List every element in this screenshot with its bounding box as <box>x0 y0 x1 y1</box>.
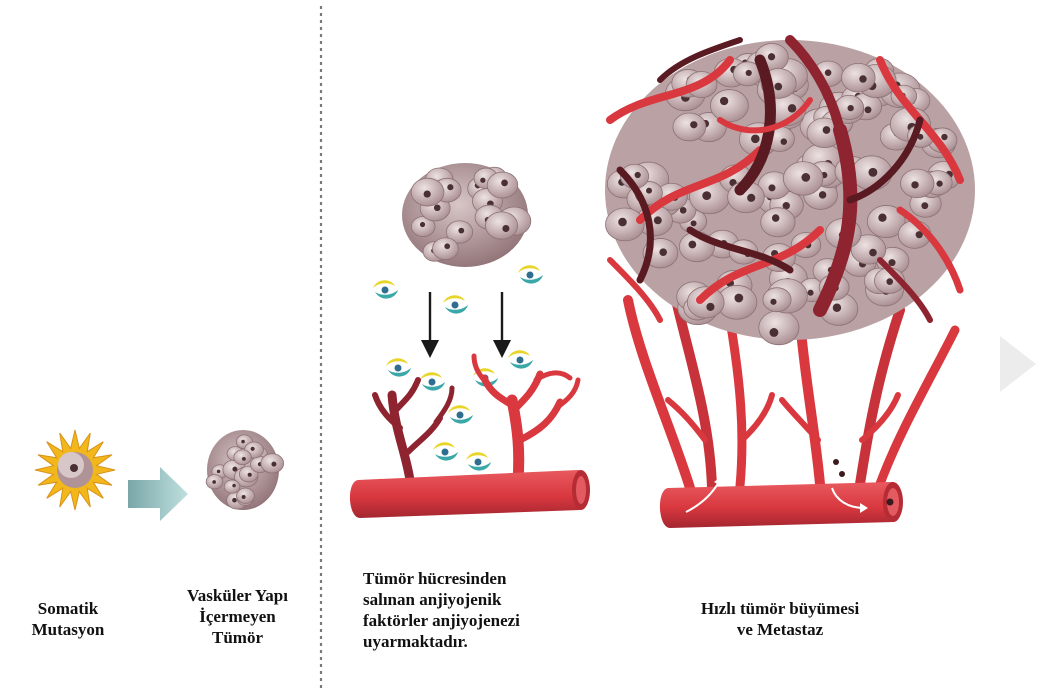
growth-factor-icon <box>373 280 398 298</box>
caption-tumor-growth-metastasis: Hızlı tümör büyümesi ve Metastaz <box>660 598 900 640</box>
caption-line: Tümör <box>160 627 315 648</box>
caption-line: İçermeyen <box>160 606 315 627</box>
caption-line: ve Metastaz <box>660 619 900 640</box>
edge-wedge <box>1000 336 1036 392</box>
growth-factor-icon <box>433 442 458 460</box>
caption-line: faktörler anjiyojenezi <box>363 610 593 631</box>
growth-factor-icon <box>466 452 491 470</box>
tumor-cell-cluster <box>402 163 531 267</box>
growth-factor-icon <box>443 295 468 313</box>
growth-factor-icon <box>508 350 533 368</box>
down-arrow-icon <box>493 292 511 358</box>
growth-factor-icon <box>448 405 473 423</box>
caption-line: Hızlı tümör büyümesi <box>660 598 900 619</box>
vascularized-tumor <box>605 40 975 528</box>
growth-factor-icon <box>420 372 445 390</box>
growth-factor-icon <box>518 265 543 283</box>
sprouting-vessel <box>350 356 590 518</box>
caption-line: Mutasyon <box>8 619 128 640</box>
caption-angiogenic-factors: Tümör hücresinden salınan anjiyojenik fa… <box>363 568 593 652</box>
avascular-tumor <box>206 430 283 510</box>
caption-somatic-mutation: Somatik Mutasyon <box>8 598 128 640</box>
progression-arrow-icon <box>128 467 188 521</box>
caption-line: uyarmaktadır. <box>363 631 593 652</box>
mutation-star-icon <box>35 430 115 510</box>
caption-avascular-tumor: Vasküler Yapı İçermeyen Tümör <box>160 585 315 648</box>
caption-line: Vasküler Yapı <box>160 585 315 606</box>
growth-factor-icon <box>386 358 411 376</box>
caption-line: Tümör hücresinden <box>363 568 593 589</box>
caption-line: salınan anjiyojenik <box>363 589 593 610</box>
caption-line: Somatik <box>8 598 128 619</box>
down-arrow-icon <box>421 292 439 358</box>
